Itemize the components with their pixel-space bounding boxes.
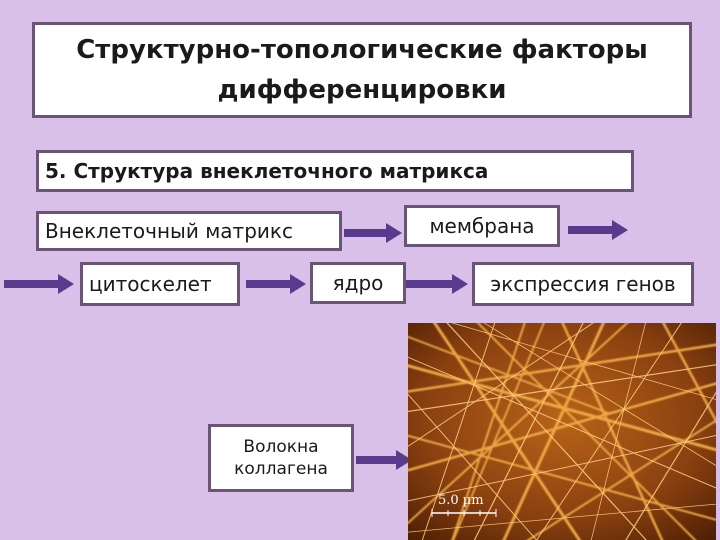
arrow-incoming-to-cytoskeleton-icon: [4, 274, 74, 294]
section-heading-box: 5. Структура внеклеточного матрикса: [36, 150, 634, 192]
extracellular-matrix-label: Внеклеточный матрикс: [45, 219, 293, 243]
gene-expression-label: экспрессия генов: [490, 272, 676, 296]
collagen-label-line-1: Волокна: [243, 437, 319, 457]
scale-bar-label: 5.0 µm: [438, 493, 484, 508]
arrow-nucleus-to-gene-expression-icon: [406, 274, 468, 294]
title-line-1: Структурно-топологические факторы: [76, 35, 648, 65]
membrane-label: мембрана: [429, 214, 535, 238]
collagen-fibers-node: Волокна коллагена: [208, 424, 354, 492]
section-heading: 5. Структура внеклеточного матрикса: [45, 159, 489, 183]
arrow-membrane-to-next-icon: [568, 220, 628, 240]
cytoskeleton-node: цитоскелет: [80, 262, 240, 306]
collagen-fibers-image: 5.0 µm: [408, 323, 716, 540]
nucleus-label: ядро: [332, 271, 384, 295]
collagen-label-line-2: коллагена: [234, 459, 328, 479]
title-line-2: дифференцировки: [217, 75, 507, 105]
title-box: Структурно-топологические факторы диффер…: [32, 22, 692, 118]
arrow-matrix-to-membrane-icon: [344, 223, 402, 243]
arrow-collagen-to-micrograph-icon: [356, 450, 412, 470]
gene-expression-node: экспрессия генов: [472, 262, 694, 306]
membrane-node: мембрана: [404, 205, 560, 247]
extracellular-matrix-node: Внеклеточный матрикс: [36, 211, 342, 251]
cytoskeleton-label: цитоскелет: [89, 272, 212, 296]
collagen-micrograph: 5.0 µm: [408, 323, 716, 540]
arrow-cytoskeleton-to-nucleus-icon: [246, 274, 306, 294]
nucleus-node: ядро: [310, 262, 406, 304]
scale-bar: 5.0 µm: [431, 493, 497, 517]
